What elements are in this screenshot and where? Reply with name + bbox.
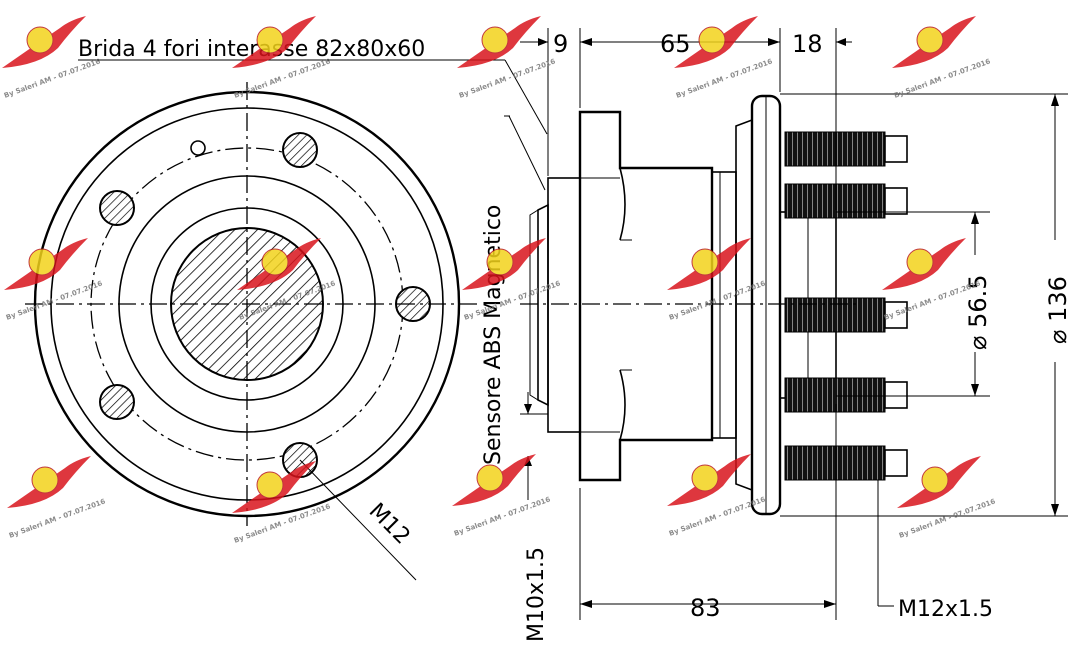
bearing-inner-body [547,177,581,433]
sensor-thread-label: M10x1.5 [524,547,549,642]
stud-3 [784,297,886,333]
dim-83: 83 [690,594,721,622]
stud-thread-label: M12x1.5 [898,597,993,622]
wheel-studs [784,131,908,481]
stud-2 [784,183,886,219]
stud-4 [784,377,886,413]
flange-note-leader [504,59,548,135]
sensor-note: Sensore ABS Magnetico [481,205,506,465]
watermark-logo: By Saleri AM - 07.07.2016 [892,16,992,100]
watermark-logo: By Saleri AM - 07.07.2016 [897,456,997,540]
dimension-lines: 9 65 18 83 ⌀ 56.5 ⌀ 136 M10x1.5 [520,28,1072,642]
abs-ring [537,203,549,407]
sensor-note-leader [508,115,546,191]
watermark-logo: By Saleri AM - 07.07.2016 [452,454,552,538]
pilot-hole [190,140,206,156]
bearing-housing [578,110,714,482]
dim-65: 65 [660,30,691,58]
bolt-hole-top [282,132,318,168]
watermark-logo: By Saleri AM - 07.07.2016 [457,16,557,100]
m12-leader-line [299,459,417,581]
watermark-logo: By Saleri AM - 07.07.2016 [674,16,774,100]
stud-1 [784,131,886,167]
dim-dia-136: ⌀ 136 [1044,276,1072,344]
watermark-logo: By Saleri AM - 07.07.2016 [232,461,332,545]
dim-18: 18 [792,30,823,58]
dim-dia-56-5: ⌀ 56.5 [964,274,992,350]
bolt-hole-left-upper [99,190,135,226]
watermark-logo: By Saleri AM - 07.07.2016 [4,238,104,322]
watermark-logo: By Saleri AM - 07.07.2016 [462,238,562,322]
wheel-flange-inner [735,118,753,492]
m12-label: M12 [364,499,415,550]
side-view [520,94,908,516]
dim-9: 9 [553,30,568,58]
bolt-hole-left-lower [99,384,135,420]
stud-5 [784,445,886,481]
watermark-logo: By Saleri AM - 07.07.2016 [7,456,107,540]
